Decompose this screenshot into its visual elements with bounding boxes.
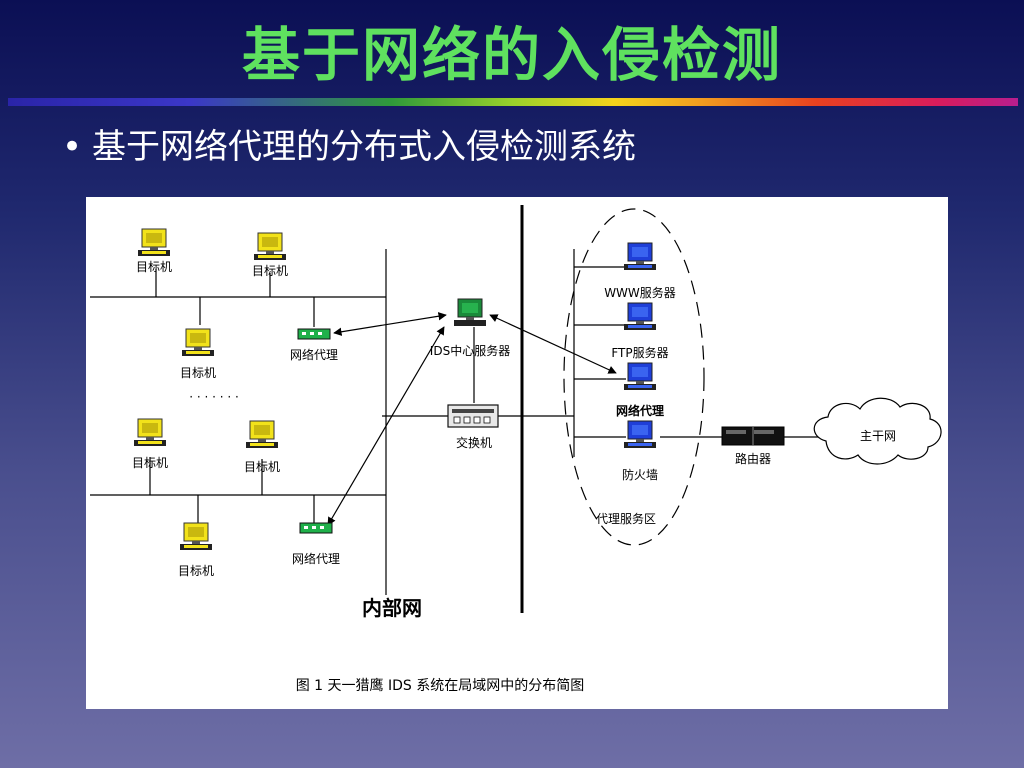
target-label: 目标机 (132, 456, 168, 470)
ftp-label: FTP服务器 (611, 345, 668, 360)
target-label: 目标机 (136, 260, 172, 274)
agent-box-icon (297, 328, 331, 340)
intranet-label: 内部网 (362, 596, 422, 620)
target-pc-icon (181, 328, 215, 357)
bullet-marker: • (62, 127, 83, 167)
www-label: WWW服务器 (604, 285, 676, 300)
proxy-zone-label: 代理服务区 (596, 511, 656, 526)
target-label: 目标机 (180, 366, 216, 380)
target-label: 目标机 (178, 564, 214, 578)
agent-label: 网络代理 (290, 347, 338, 362)
dmz-agent-label: 网络代理 (616, 403, 664, 418)
target-label: 目标机 (252, 264, 288, 278)
router-icon (721, 426, 785, 446)
intranet-cabling (90, 249, 574, 595)
dmz-agent-icon (623, 362, 657, 391)
ftp-server-icon (623, 302, 657, 331)
bullet-text: 基于网络代理的分布式入侵检测系统 (92, 127, 636, 167)
slide-title: 基于网络的入侵检测 (241, 21, 782, 89)
target-label: 目标机 (244, 460, 280, 474)
www-server-icon (623, 242, 657, 271)
agent-box-icon (299, 522, 333, 534)
backbone-label: 主干网 (860, 429, 896, 443)
target-pc-icon (137, 228, 171, 257)
target-pc-icon (245, 420, 279, 449)
more-hosts-dots: · · · · · · · (189, 390, 239, 404)
firewall-icon (623, 420, 657, 449)
router-label: 路由器 (735, 451, 771, 466)
firewall-label: 防火墙 (622, 467, 658, 482)
figure-caption: 图 1 天一猎鹰 IDS 系统在局域网中的分布简图 (296, 677, 585, 694)
target-pc-icon (253, 232, 287, 261)
title-divider (8, 98, 1018, 106)
ids-server-icon (453, 298, 487, 327)
ids-center-label: IDS中心服务器 (430, 343, 510, 358)
bullet-item: •基于网络代理的分布式入侵检测系统 (62, 124, 636, 170)
data-flow-arrows (327, 312, 617, 526)
target-pc-icon (179, 522, 213, 551)
switch-icon (447, 404, 499, 428)
network-diagram: 目标机 目标机 目标机 网络代理 · · · · · · · 目标机 目标机 目… (86, 197, 948, 709)
agent-label: 网络代理 (292, 551, 340, 566)
target-pc-icon (133, 418, 167, 447)
switch-label: 交换机 (456, 435, 492, 450)
proxy-zone-ellipse (563, 208, 705, 546)
backbone-cloud-icon (813, 397, 942, 465)
